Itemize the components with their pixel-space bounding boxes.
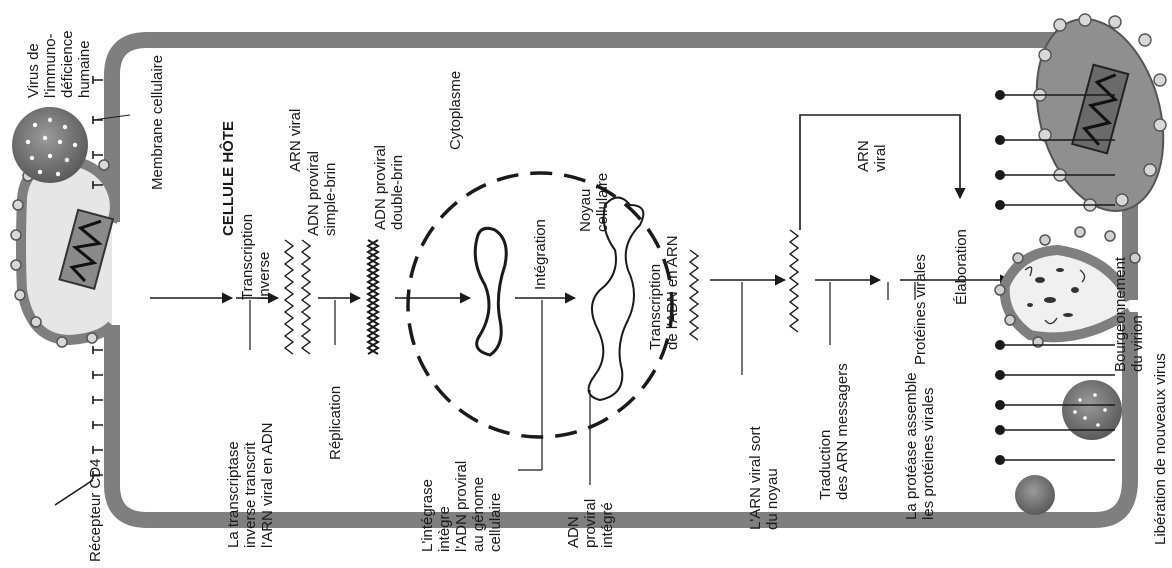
small-virion-1 bbox=[1062, 380, 1122, 440]
label-elaboration: Élaboration bbox=[953, 229, 970, 305]
label-adn-double: ADN proviral double-brin bbox=[372, 141, 406, 230]
label-integrase: L'intégrase intègre l'ADN proviral au gé… bbox=[419, 457, 504, 552]
hiv-virion bbox=[12, 107, 88, 183]
label-protease: La protéase assemble les protéines viral… bbox=[903, 368, 937, 520]
label-virus: Virus de l'immuno- déficience humaine bbox=[25, 26, 93, 98]
label-adn-simple: ADN proviral simple-brin bbox=[305, 147, 339, 236]
label-adn-integre: ADN proviral intégré bbox=[565, 495, 616, 548]
label-cytoplasme: Cytoplasme bbox=[447, 71, 464, 150]
label-transcription-adn: Transcription de l'ADN en ARN bbox=[647, 235, 681, 350]
label-integration: Intégration bbox=[532, 219, 549, 290]
label-traduction: Traduction des ARN messagers bbox=[817, 363, 851, 500]
leader-lines bbox=[250, 282, 915, 485]
label-arn-viral: ARN viral bbox=[287, 109, 304, 172]
label-transcription-inverse: Transcription inverse bbox=[239, 210, 273, 300]
label-replication: Réplication bbox=[327, 386, 344, 460]
label-transcriptase: La transcriptase inverse transcrit l'ARN… bbox=[225, 423, 276, 548]
label-cellule-hote: CELLULE HÔTE bbox=[219, 121, 237, 236]
label-arn-viral-right: ARN viral bbox=[855, 136, 889, 172]
label-proteines-virales: Protéines virales bbox=[912, 254, 929, 365]
small-virion-2 bbox=[1015, 475, 1055, 515]
cellular-dna bbox=[475, 228, 506, 355]
label-membrane: Membrane cellulaire bbox=[149, 55, 166, 190]
label-liberation: Libération de nouveaux virus bbox=[1152, 353, 1169, 545]
label-arn-sort: L'ARN viral sort du noyau bbox=[747, 422, 781, 530]
label-recepteur: Récepteur CD4 bbox=[87, 459, 104, 562]
